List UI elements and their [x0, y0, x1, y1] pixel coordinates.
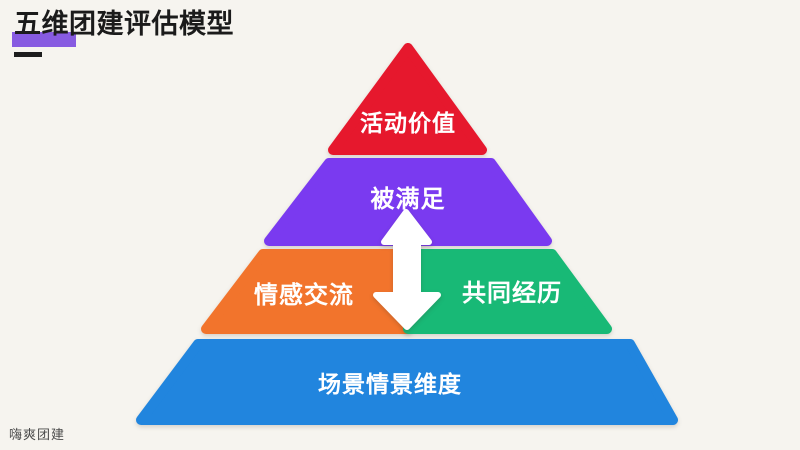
label-shared-experience: 共同经历: [462, 279, 562, 307]
flow-arrow: [373, 209, 441, 330]
label-activity-value: 活动价值: [360, 110, 456, 137]
label-satisfied: 被满足: [371, 185, 446, 213]
label-emotional-exchange: 情感交流: [254, 281, 354, 309]
label-scene-dimension: 场景情景维度: [318, 371, 462, 398]
watermark: 嗨爽团建: [9, 428, 66, 443]
pyramid-level-1-activity-value: [328, 43, 487, 155]
title-block: 五维团建评估模型: [12, 8, 234, 61]
pyramid-level-2-satisfied: [264, 158, 552, 246]
pyramid-level-4-scene-dimension: [136, 339, 678, 425]
page-title: 五维团建评估模型: [14, 9, 234, 40]
title-dash-rect: [14, 51, 42, 57]
title-highlight-rect: [12, 32, 76, 47]
title-underline-dash: [14, 51, 42, 57]
title-highlight-bar: [12, 32, 76, 47]
